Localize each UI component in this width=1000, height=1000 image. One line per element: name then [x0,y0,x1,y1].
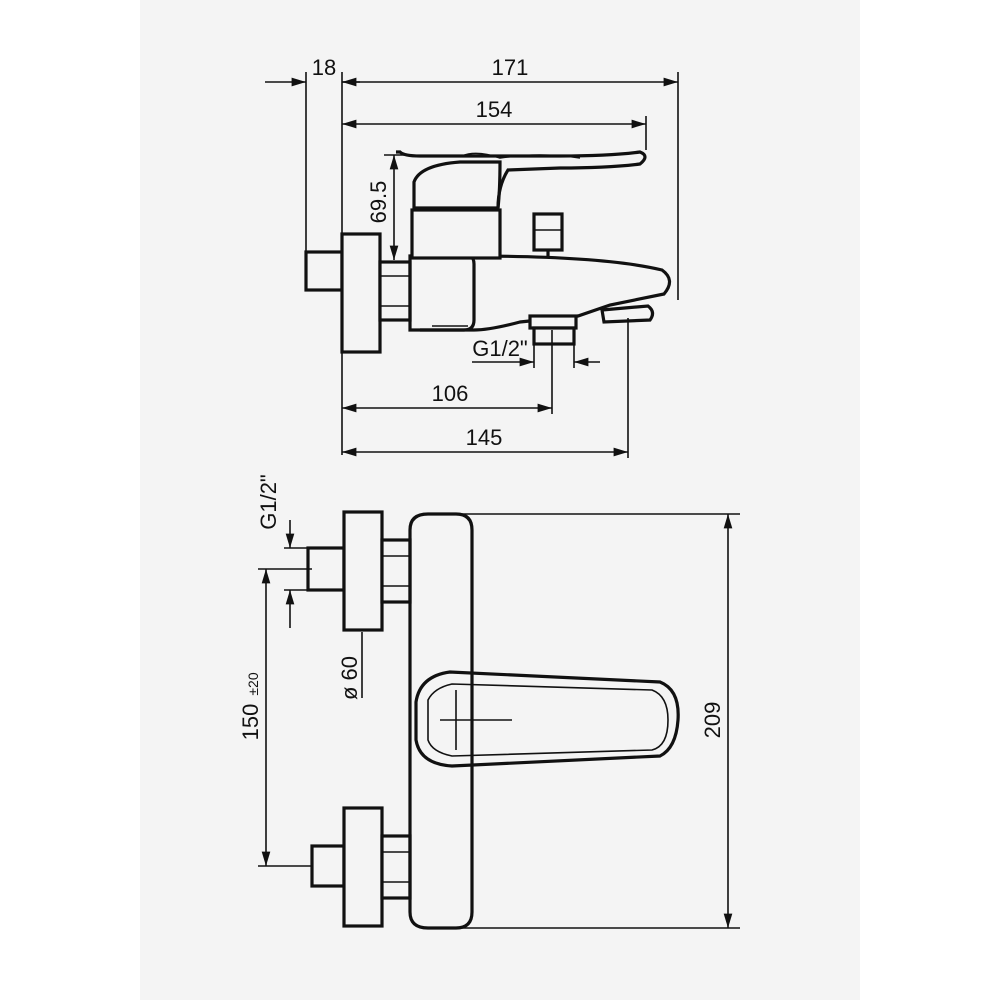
dim-spout-label: 145 [466,425,503,450]
side-flange [340,232,382,354]
dim-centers-label: 150 [238,704,263,741]
dim-flange-diameter-label: ø 60 [337,656,362,700]
side-cartridge [410,208,502,260]
dim-lever-length-label: 154 [476,97,513,122]
dim-outlet-label: 106 [432,381,469,406]
dim-height-label: 69.5 [366,181,391,224]
spout-outlet [600,304,655,324]
front-lower-pipe [310,844,346,888]
dim-height-front-label: 209 [700,702,725,739]
front-upper-flange [342,510,384,632]
side-nut [378,260,412,322]
front-upper-pipe [306,546,346,592]
front-lower-nut [380,834,412,900]
diverter-knob [532,212,564,252]
dim-thread-front-label: G1/2" [256,474,281,530]
side-lever [396,150,647,209]
dim-total-length-label: 171 [492,55,529,80]
shower-outlet-ring [528,314,578,330]
dim-centers-tolerance-label: ±20 [245,672,261,695]
front-lower-flange [342,806,384,928]
side-body [408,254,672,332]
dim-wall-offset-label: 18 [312,55,336,80]
side-view: 18 171 154 69.5 [265,55,679,458]
front-body [408,512,474,930]
side-cartridge-cap [412,160,502,210]
dim-thread-side-label: G1/2" [472,336,528,361]
shower-outlet-thread [532,326,576,346]
front-lever [414,670,680,768]
side-wall-pipe [304,250,344,292]
front-view: G1/2" 150 ±20 ø 60 209 [238,474,740,930]
front-upper-nut [380,538,412,604]
